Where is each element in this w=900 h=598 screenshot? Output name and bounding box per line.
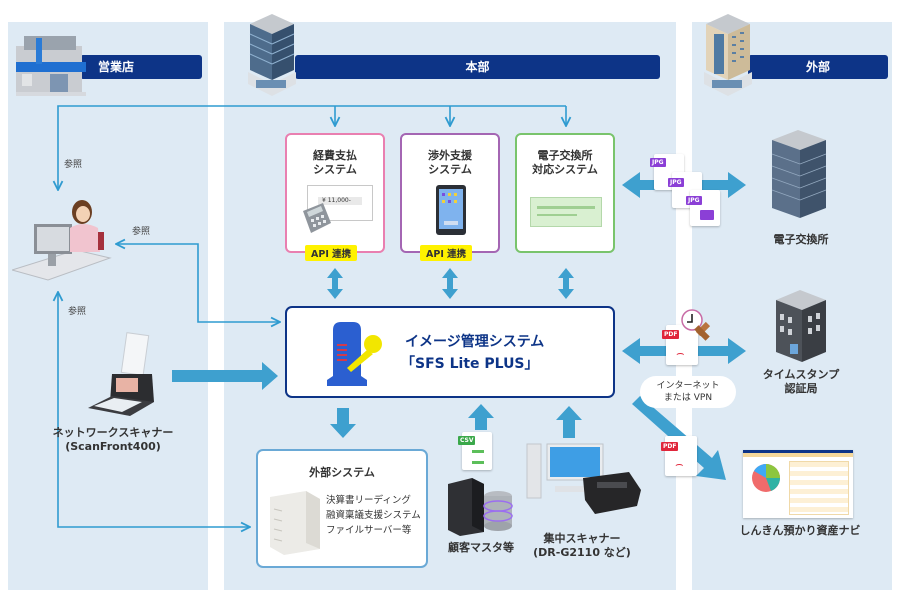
main-image-management-system[interactable]: イメージ管理システム 「SFS Lite PLUS」 [285, 306, 615, 398]
csv-tag: CSV [458, 436, 476, 445]
timestamp-authority-building-icon [776, 290, 826, 362]
system-exchange-title-2: 対応システム [532, 163, 598, 176]
jpg-tag: JPG [650, 158, 666, 167]
external-building-icon [704, 14, 752, 96]
ref-line-top [58, 105, 566, 190]
jpg-tag: JPG [668, 178, 684, 187]
pdf-file-icon: PDF ⌢ [662, 325, 698, 365]
central-scanner-icon [526, 443, 641, 514]
system-overseas-title-1: 渉外支援 [428, 149, 472, 162]
exchange-building-icon [771, 130, 827, 218]
external-system-item: 決算書リーディング [326, 495, 411, 506]
network-scanner-label-1: ネットワークスキャナー [52, 426, 174, 439]
system-expense-title-1: 経費支払 [313, 149, 357, 162]
header-headquarters: 本部 [295, 55, 660, 79]
headquarters-building-icon [248, 14, 296, 96]
main-system-title-2: 「SFS Lite PLUS」 [401, 356, 539, 372]
csv-arrow [468, 404, 494, 430]
ref-label-right: 参照 [132, 227, 151, 237]
acrobat-icon: ⌢ [675, 457, 684, 472]
pdf-file-icon: PDF ⌢ [661, 436, 697, 476]
system-exchange-compatible[interactable]: 電子交換所 対応システム [515, 133, 615, 253]
jpg-tag: JPG [686, 196, 702, 205]
calculator-icon [303, 203, 331, 233]
external-system-box[interactable]: 外部システム 決算書リーディング 融資稟議支援システム ファイルサーバー等 [256, 449, 428, 568]
asset-navi-label: しんきん預かり資産ナビ [739, 524, 861, 537]
central-scanner-arrow [556, 406, 582, 438]
external-system-list: 決算書リーディング 融資稟議支援システム ファイルサーバー等 [326, 493, 421, 538]
pdf-tag: PDF [662, 330, 680, 339]
external-system-arrow [330, 408, 356, 438]
scanner-arrow [172, 362, 278, 390]
timestamp-stamp-icon [681, 309, 711, 341]
exchange-label: 電子交換所 [773, 233, 829, 246]
network-label-2: または VPN [663, 393, 713, 403]
ref-line-bottom [58, 292, 250, 527]
header-external: 外部 [748, 55, 888, 79]
timestamp-label-1: タイムスタンプ [762, 368, 840, 381]
api-arrow-expense [327, 268, 343, 299]
external-system-item: ファイルサーバー等 [326, 525, 412, 536]
external-system-item: 融資稟議支援システム [326, 510, 421, 521]
receipt-icon: ¥ 11,000- [307, 185, 373, 221]
pie-chart-icon [752, 464, 780, 492]
api-arrow-exchange [558, 268, 574, 299]
server-key-icon [327, 322, 382, 386]
system-overseas-title-2: システム [428, 163, 472, 176]
central-scanner-label-1: 集中スキャナー [543, 532, 621, 545]
tablet-icon [436, 185, 466, 235]
system-exchange-title-1: 電子交換所 [537, 149, 593, 162]
external-system-title: 外部システム [309, 466, 375, 479]
operator-icon [12, 200, 112, 281]
customer-master-label: 顧客マスタ等 [448, 541, 514, 554]
csv-file-icon: CSV [458, 432, 492, 470]
network-scanner-label-2: (ScanFront400) [65, 440, 161, 453]
pdf-tag: PDF [661, 442, 679, 451]
system-expense-title-2: システム [313, 163, 357, 176]
ref-label-bottom: 参照 [68, 307, 87, 317]
jpg-file-icon: JPG [686, 190, 720, 226]
network-scanner-icon [88, 332, 154, 416]
header-branch: 営業店 [80, 55, 202, 79]
central-scanner-label-2: (DR-G2110 など) [533, 546, 631, 559]
api-badge-overseas: API 連携 [420, 245, 473, 261]
system-overseas-support[interactable]: 渉外支援 システム [400, 133, 500, 253]
asset-navi-screenshot [743, 450, 853, 518]
api-badge-expense: API 連携 [305, 245, 358, 261]
ref-line-right [116, 244, 280, 322]
customer-master-db-icon [448, 478, 513, 536]
network-bubble: インターネット または VPN [640, 376, 736, 408]
system-expense-payment[interactable]: 経費支払 システム ¥ 11,000- [285, 133, 385, 253]
check-form-icon [530, 197, 602, 227]
acrobat-icon: ⌢ [676, 346, 685, 361]
file-server-icon [270, 491, 320, 555]
branch-building-icon [16, 36, 86, 96]
timestamp-label-2: 認証局 [784, 382, 818, 395]
api-arrow-overseas [442, 268, 458, 299]
receipt-amount: ¥ 11,000- [318, 197, 362, 205]
network-label-1: インターネット [656, 381, 720, 391]
ref-label-top: 参照 [64, 160, 83, 170]
main-system-title-1: イメージ管理システム [405, 334, 545, 350]
